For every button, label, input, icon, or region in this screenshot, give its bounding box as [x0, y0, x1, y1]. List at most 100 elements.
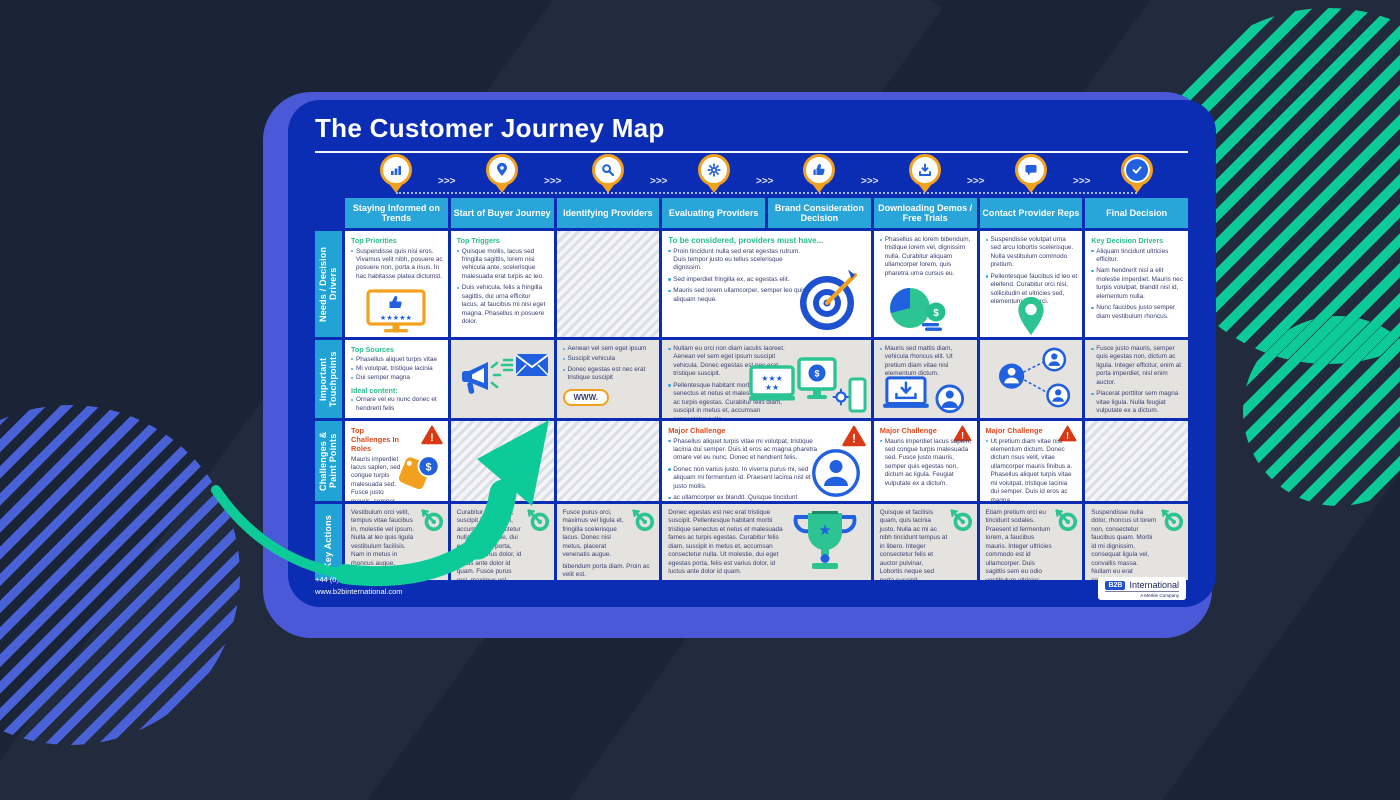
- cell-r1c1: Top Priorities Suspendisse quis nisi ero…: [345, 231, 448, 337]
- chevron-arrows: >>>: [861, 176, 879, 187]
- stage-pin-5: [802, 154, 836, 193]
- gear-icon: [832, 388, 850, 406]
- stage-pin-2: [485, 154, 519, 193]
- bullseye-target-icon: [799, 269, 857, 330]
- cell-r3c3-empty: [556, 421, 660, 501]
- row-label-challenges: Challenges & Paint Points: [315, 421, 342, 501]
- column-header-start-of-journey: Start of Buyer Journey: [450, 198, 554, 228]
- chevron-arrows: >>>: [967, 176, 985, 187]
- location-pin-icon: [497, 163, 507, 176]
- chat-icon: [1025, 165, 1037, 176]
- stage-pin-8: [1120, 154, 1154, 193]
- column-header-identifying-providers: Identifying Providers: [556, 198, 660, 228]
- cell-r3c6: Major Challenge ! Mauris imperdiet lacus…: [873, 421, 977, 501]
- stage-pin-3: [591, 154, 625, 193]
- devices-review-icon: ★★★ ★★ $: [748, 357, 867, 413]
- chevron-arrows: >>>: [650, 176, 668, 187]
- column-header-brand-consideration: Brand Consideration Decision: [768, 198, 871, 228]
- row-label-needs: Needs / Decision Drivers: [315, 231, 342, 337]
- target-arrow-icon: [632, 509, 655, 532]
- cell-r4c2: Curabitur felis diam, suscipit in metus …: [450, 504, 554, 580]
- www-address-pill: WWW.: [562, 388, 609, 406]
- cell-r3c2-empty: [450, 421, 554, 501]
- download-icon: [919, 163, 931, 176]
- svg-text:!: !: [852, 432, 856, 446]
- target-arrow-icon: [526, 509, 549, 532]
- cell-r3c1: Top Challenges In Roles ! Mauris imperdi…: [345, 421, 448, 501]
- person-circle-icon: [811, 449, 860, 497]
- warning-icon: !: [1058, 425, 1077, 442]
- cell-r2c7: [979, 340, 1083, 418]
- thumbs-up-icon: [813, 164, 825, 176]
- cell-r2c4-c5: Nullam eu orci non diam iaculis laoreet.…: [662, 340, 871, 418]
- target-arrow-icon: [1055, 509, 1078, 532]
- monitor-rating-icon: ★★★★★: [366, 289, 426, 333]
- check-icon: [1132, 166, 1142, 174]
- cell-r4c1: Vestibulum orci velit, tempus vitae fauc…: [345, 504, 448, 580]
- svg-text:★★: ★★: [765, 383, 779, 392]
- svg-text:$: $: [933, 308, 939, 319]
- cell-r2c2: [450, 340, 554, 418]
- trophy-icon: ★: [793, 511, 857, 569]
- decor-striped-circle-mid-right: [1243, 316, 1400, 506]
- column-header-contact-reps: Contact Provider Reps: [979, 198, 1083, 228]
- cell-r3c8-empty: [1085, 421, 1188, 501]
- cell-r1c7: Suspendisse volutpat urna sed arcu lobor…: [979, 231, 1083, 337]
- cell-r1c6: Phasellus ac lorem bibendum, tristique l…: [873, 231, 977, 337]
- svg-text:$: $: [814, 369, 819, 379]
- page-title: The Customer Journey Map: [315, 113, 665, 143]
- contact-info: +44 (0)161 440 6000 www.b2binternational…: [315, 574, 403, 598]
- cell-r4c6: Quisque et facilisis quam, quis lacinia …: [873, 504, 977, 580]
- cell-r4c4-c5: Donec egestas est nec erat tristique sus…: [662, 504, 871, 580]
- cell-r2c6: Mauris sed mattis diam, vehicula rhoncus…: [873, 340, 977, 418]
- price-tag-icon: $: [398, 455, 440, 490]
- chevron-arrows: >>>: [438, 176, 456, 187]
- search-icon: [602, 164, 615, 177]
- target-arrow-icon: [1161, 509, 1184, 532]
- b2b-international-logo: B2B International A Merkle Company: [1098, 577, 1186, 600]
- stage-pin-6: [908, 154, 942, 193]
- cell-r2c3: Aenean vel sem eget ipsum Suscipit vehic…: [556, 340, 660, 418]
- cell-r4c7: Etiam pretium orci eu tincidunt sodales.…: [979, 504, 1083, 580]
- target-arrow-icon: [949, 509, 972, 532]
- stage-pin-4: [697, 154, 731, 193]
- cell-r1c2: Top Triggers Quisque mollis, lacus sed f…: [450, 231, 554, 337]
- row-labels: Needs / Decision Drivers Important Touch…: [315, 231, 342, 580]
- cell-r4c8: Suspendisse nulla dolor, rhoncus ut lore…: [1085, 504, 1188, 580]
- logo-name: International: [1129, 580, 1179, 590]
- row-label-touchpoints: Important Touchpoints: [315, 340, 342, 418]
- cell-r2c8: Fusce justo mauris, semper quis egestas …: [1085, 340, 1188, 418]
- warning-icon: !: [952, 425, 972, 442]
- row-label-key-actions: Key Actions: [315, 504, 342, 580]
- referral-network-icon: [998, 347, 1070, 408]
- cell-r3c4-c5: Major Challenge ! Phasellus aliquet turp…: [662, 421, 871, 501]
- website-url: www.b2binternational.com: [315, 587, 403, 596]
- column-header-demos-trials: Downloading Demos / Free Trials: [873, 198, 977, 228]
- svg-text:★★★: ★★★: [761, 374, 783, 383]
- column-headers: Staying Informed on Trends Start of Buye…: [345, 198, 1188, 228]
- stage-pin-7: [1014, 154, 1048, 193]
- gear-icon: [707, 163, 721, 177]
- chevron-arrows: >>>: [544, 176, 562, 187]
- warning-icon: !: [421, 425, 443, 445]
- journey-dotted-path: [396, 192, 1137, 194]
- svg-text:!: !: [430, 432, 434, 444]
- warning-icon: !: [842, 425, 866, 447]
- logo-tagline: A Merkle Company: [1105, 591, 1179, 598]
- cell-r3c7: Major Challenge ! Ut pretium diam vitae …: [979, 421, 1083, 501]
- title-rule: [315, 151, 1188, 153]
- cell-r2c1: Top Sources Phasellus aliquet turpis vit…: [345, 340, 448, 418]
- svg-text:$: $: [425, 461, 431, 473]
- megaphone-envelope-icon: [462, 354, 549, 394]
- laptop-download-person-icon: [883, 376, 965, 414]
- logo-badge: B2B: [1105, 580, 1126, 590]
- cell-r4c3: Fusce purus orci, maximus vel ligula et,…: [556, 504, 660, 580]
- column-header-staying-informed: Staying Informed on Trends: [345, 198, 448, 228]
- svg-text:★: ★: [818, 522, 831, 539]
- stage-pin-1: [379, 154, 413, 193]
- target-arrow-icon: [421, 509, 443, 532]
- phone-number: +44 (0)161 440 6000: [315, 575, 385, 584]
- svg-text:★★★★★: ★★★★★: [380, 313, 412, 322]
- svg-text:!: !: [960, 431, 963, 441]
